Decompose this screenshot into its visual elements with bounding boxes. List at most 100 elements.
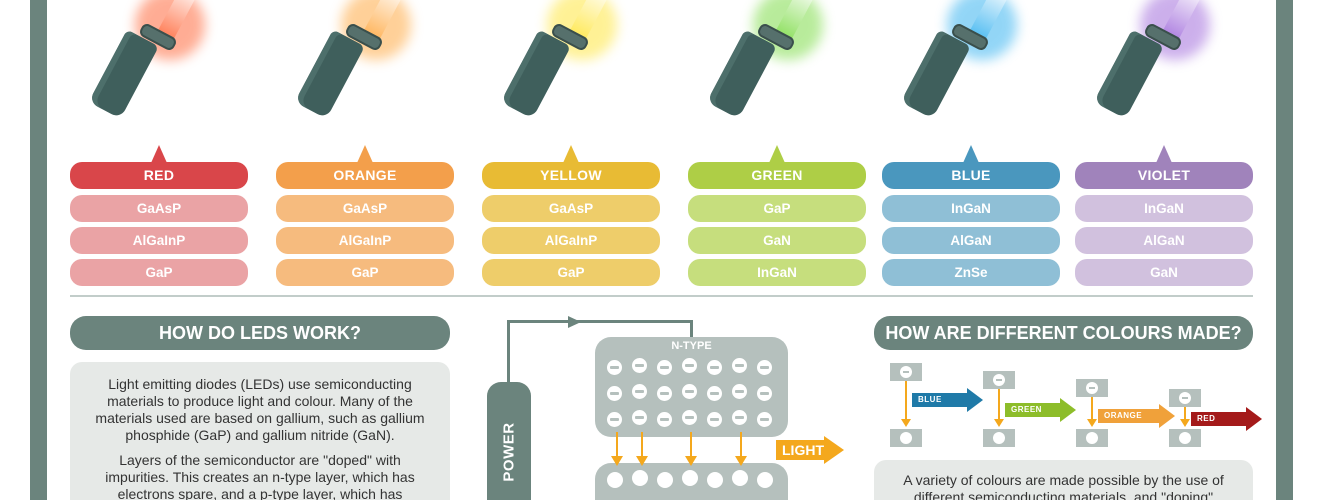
led-body-icon xyxy=(294,29,365,119)
n-level-box xyxy=(1169,389,1201,407)
emitted-colour-label: GREEN xyxy=(1005,403,1061,417)
circuit-wire-to-ntype xyxy=(690,320,693,338)
material-pill: AlGaInP xyxy=(276,227,454,254)
hole-icon xyxy=(657,472,673,488)
emitted-colour-label: BLUE xyxy=(912,393,968,407)
material-pill: GaAsP xyxy=(70,195,248,222)
electron-icon xyxy=(1086,382,1098,394)
led-body-icon xyxy=(500,29,571,119)
colour-header-violet: VIOLET xyxy=(1075,162,1253,189)
electron-icon xyxy=(607,360,622,375)
hole-icon xyxy=(607,472,623,488)
how-colours-made-title: HOW ARE DIFFERENT COLOURS MADE? xyxy=(874,316,1253,350)
emitted-colour-label: ORANGE xyxy=(1098,409,1160,423)
electron-icon xyxy=(732,410,747,425)
electron-flow-arrow-icon xyxy=(636,432,648,466)
hole-icon xyxy=(993,432,1005,444)
pointer-icon xyxy=(563,145,579,163)
how-colours-made-paragraph: A variety of colours are made possible b… xyxy=(903,472,1224,500)
colour-header-red: RED xyxy=(70,162,248,189)
electron-icon xyxy=(682,410,697,425)
hole-icon xyxy=(1179,432,1191,444)
p-type-layer xyxy=(595,463,788,500)
hole-icon xyxy=(707,472,723,488)
material-pill: GaP xyxy=(688,195,866,222)
electron-flow-arrow-icon xyxy=(685,432,697,466)
material-pill: InGaN xyxy=(882,195,1060,222)
electron-icon xyxy=(707,412,722,427)
material-pill: GaP xyxy=(70,259,248,286)
led-bulb-red xyxy=(88,0,215,130)
led-bulb-blue xyxy=(900,0,1027,130)
emitted-colour-arrow: RED xyxy=(1191,407,1263,431)
electron-icon xyxy=(1179,392,1191,404)
electron-icon xyxy=(732,358,747,373)
led-body-icon xyxy=(900,29,971,119)
pointer-icon xyxy=(963,145,979,163)
pointer-icon xyxy=(357,145,373,163)
p-level-box xyxy=(1169,429,1201,447)
arrow-head-icon xyxy=(1060,398,1076,422)
hole-icon xyxy=(900,432,912,444)
electron-icon xyxy=(632,384,647,399)
electron-icon xyxy=(607,386,622,401)
material-pill: GaAsP xyxy=(482,195,660,222)
electron-icon xyxy=(707,360,722,375)
electron-flow-arrow-icon xyxy=(735,432,747,466)
energy-drop-arrow-icon xyxy=(1180,407,1190,427)
emitted-colour-arrow: GREEN xyxy=(1005,398,1077,422)
electron-icon xyxy=(757,412,772,427)
hole-icon xyxy=(732,470,748,486)
power-label: POWER xyxy=(500,422,518,482)
pointer-icon xyxy=(151,145,167,163)
circuit-wire-vertical xyxy=(507,320,510,384)
how-leds-work-title: HOW DO LEDS WORK? xyxy=(70,316,450,350)
material-pill: GaAsP xyxy=(276,195,454,222)
section-divider xyxy=(70,295,1253,297)
electron-icon xyxy=(632,410,647,425)
electron-icon xyxy=(657,360,672,375)
led-body-icon xyxy=(1093,29,1164,119)
power-source: POWER xyxy=(487,382,531,500)
material-pill: GaP xyxy=(276,259,454,286)
current-arrow-icon xyxy=(568,316,581,328)
p-level-box xyxy=(1076,429,1108,447)
led-body-icon xyxy=(88,29,159,119)
pointer-icon xyxy=(1156,145,1172,163)
material-pill: AlGaN xyxy=(1075,227,1253,254)
how-leds-work-paragraph-2: Layers of the semiconductor are "doped" … xyxy=(105,452,415,500)
led-bulb-yellow xyxy=(500,0,627,130)
hole-icon xyxy=(1086,432,1098,444)
colour-header-green: GREEN xyxy=(688,162,866,189)
colour-header-blue: BLUE xyxy=(882,162,1060,189)
electron-icon xyxy=(682,358,697,373)
circuit-wire-horizontal xyxy=(507,320,693,323)
electron-icon xyxy=(707,386,722,401)
n-level-box xyxy=(890,363,922,381)
n-type-layer: N-TYPE xyxy=(595,337,788,437)
emitted-colour-label: RED xyxy=(1191,412,1247,426)
how-colours-made-text: A variety of colours are made possible b… xyxy=(874,460,1253,500)
energy-drop-arrow-icon xyxy=(994,389,1004,427)
material-pill: InGaN xyxy=(1075,195,1253,222)
material-pill: InGaN xyxy=(688,259,866,286)
light-arrow: LIGHT xyxy=(776,436,844,464)
light-label: LIGHT xyxy=(776,440,826,460)
n-level-box xyxy=(983,371,1015,389)
light-arrow-head-icon xyxy=(824,436,844,464)
frame-left-border xyxy=(30,0,47,500)
arrow-head-icon xyxy=(1246,407,1262,431)
electron-icon xyxy=(657,412,672,427)
colour-header-yellow: YELLOW xyxy=(482,162,660,189)
material-pill: AlGaInP xyxy=(70,227,248,254)
how-leds-work-text: Light emitting diodes (LEDs) use semicon… xyxy=(70,362,450,500)
how-leds-work-paragraph-1: Light emitting diodes (LEDs) use semicon… xyxy=(95,376,425,443)
electron-icon xyxy=(632,358,647,373)
electron-flow-arrow-icon xyxy=(611,432,623,466)
p-level-box xyxy=(890,429,922,447)
electron-icon xyxy=(732,384,747,399)
led-bulb-violet xyxy=(1093,0,1220,130)
hole-icon xyxy=(682,470,698,486)
electron-icon xyxy=(607,412,622,427)
electron-icon xyxy=(657,386,672,401)
